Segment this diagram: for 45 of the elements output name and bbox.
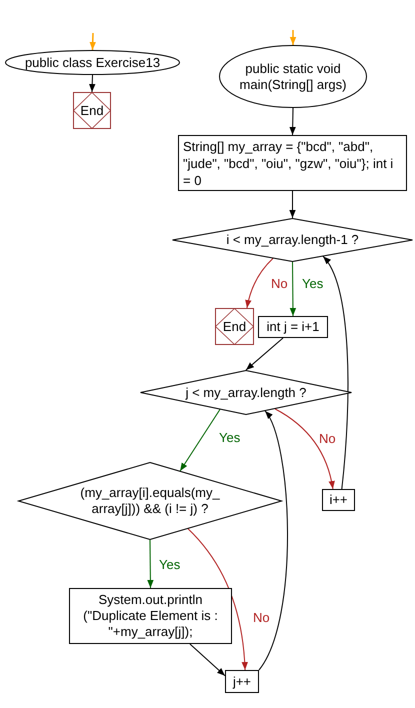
arrow xyxy=(246,338,284,370)
decision-diamond xyxy=(140,370,352,415)
ellipse-text: public class Exercise13 xyxy=(24,54,160,70)
end-symbol xyxy=(215,308,254,345)
arrow xyxy=(180,408,220,472)
edge-label: Yes xyxy=(301,277,324,291)
arrow xyxy=(188,528,248,670)
edge-label: No xyxy=(270,277,289,291)
process-box xyxy=(69,588,232,644)
decision-text: i < my_array.length-1 ? xyxy=(226,232,359,248)
decision-text: j < my_array.length ? xyxy=(186,384,306,400)
end-text: End xyxy=(222,318,246,334)
process-box xyxy=(258,316,328,338)
edge-label: Yes xyxy=(218,431,242,445)
arrow xyxy=(322,256,348,490)
arrow xyxy=(147,540,154,588)
arrow xyxy=(189,644,226,676)
process-box xyxy=(178,135,407,191)
edge-label: No xyxy=(318,432,337,446)
end-symbol xyxy=(73,92,111,129)
arrow xyxy=(245,258,274,308)
start-ellipse xyxy=(5,50,180,75)
arrow xyxy=(89,74,96,92)
arrow xyxy=(90,32,96,50)
arrow xyxy=(289,108,296,136)
start-ellipse xyxy=(219,45,367,108)
arrow xyxy=(289,190,296,218)
process-text: System.out.println ("Duplicate Element is : "+my_array[j]); xyxy=(82,592,219,640)
decision-text: (my_array[i].equals(my_ array[j])) && (i != j) ? xyxy=(79,485,221,517)
arrow xyxy=(258,410,288,670)
process-box xyxy=(225,670,259,693)
edge-label: Yes xyxy=(158,558,182,572)
arrow xyxy=(274,408,335,490)
end-text: End xyxy=(80,102,104,118)
arrow xyxy=(290,30,296,45)
process-text: i++ xyxy=(329,492,348,508)
edge-label: No xyxy=(252,611,271,625)
process-text: int j = i+1 xyxy=(266,319,320,335)
arrow xyxy=(290,262,296,316)
process-text: String[] my_array = {"bcd", "abd", "jude", "bcd", "oiu", "gzw", "oiu"}; int i = 0 xyxy=(183,138,394,188)
decision-diamond xyxy=(172,218,413,262)
ellipse-text: public static void main(String[] args) xyxy=(238,60,348,92)
process-text: j++ xyxy=(232,674,252,690)
decision-diamond xyxy=(18,462,282,540)
process-box xyxy=(322,489,355,511)
